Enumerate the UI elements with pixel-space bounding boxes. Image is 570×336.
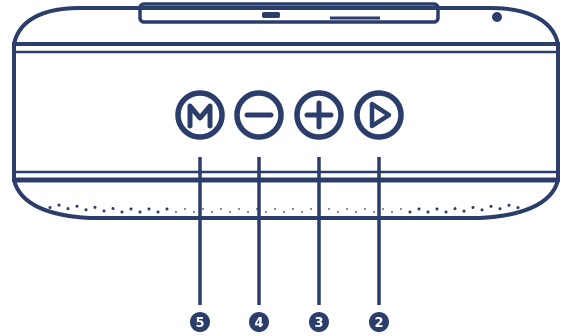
speaker-bottom-grille bbox=[12, 179, 560, 220]
grille-dot bbox=[202, 208, 204, 210]
grille-dot bbox=[382, 208, 384, 210]
grille-dot bbox=[84, 208, 88, 212]
callout-label-2: 2 bbox=[374, 316, 383, 331]
grille-dot bbox=[310, 208, 312, 210]
grille-dot bbox=[238, 208, 240, 210]
plus-icon bbox=[304, 100, 334, 130]
grille-dot bbox=[364, 208, 366, 210]
grille-dot bbox=[408, 210, 412, 214]
callout-label-5: 5 bbox=[195, 316, 204, 331]
grille-dot bbox=[229, 211, 231, 213]
grille-dot bbox=[507, 203, 511, 207]
grille-dots bbox=[48, 203, 520, 214]
grille-dot bbox=[93, 205, 97, 209]
grille-dot bbox=[129, 207, 133, 211]
grille-dot bbox=[102, 209, 106, 213]
grille-dot bbox=[328, 208, 330, 210]
mode-button[interactable] bbox=[175, 90, 225, 140]
grille-dot bbox=[220, 208, 222, 210]
grille-dot bbox=[301, 211, 303, 213]
grille-dot bbox=[66, 207, 70, 211]
grille-dot bbox=[147, 207, 151, 211]
top-slot-tab-left bbox=[262, 12, 280, 18]
grille-dot bbox=[346, 208, 348, 210]
grille-dot bbox=[193, 211, 195, 213]
grille-dot bbox=[391, 211, 393, 213]
leader-lines bbox=[198, 157, 381, 305]
grille-dot bbox=[516, 206, 520, 210]
grille-dot bbox=[471, 206, 475, 209]
grille-dot bbox=[265, 211, 267, 213]
grille-dot bbox=[111, 207, 115, 211]
volume-down-button[interactable] bbox=[234, 90, 284, 140]
play-button[interactable] bbox=[354, 90, 404, 140]
callout-label-4: 4 bbox=[254, 316, 263, 331]
grille-dot bbox=[156, 210, 160, 214]
grille-dot bbox=[175, 211, 177, 213]
grille-dot bbox=[337, 211, 339, 213]
grille-dot bbox=[480, 208, 484, 212]
grille-dot bbox=[274, 208, 276, 210]
grille-dot bbox=[292, 208, 294, 210]
grille-dot bbox=[247, 211, 249, 213]
grille-dot bbox=[57, 203, 61, 207]
grille-dot bbox=[444, 210, 448, 214]
grille-dot bbox=[373, 211, 375, 213]
callout-4: 4 bbox=[249, 312, 269, 332]
grille-dot bbox=[184, 208, 186, 210]
speaker-body bbox=[12, 42, 560, 182]
grille-dot bbox=[453, 207, 457, 211]
grille-dot bbox=[165, 207, 169, 211]
grille-dot bbox=[400, 208, 402, 210]
grille-dot bbox=[462, 209, 466, 213]
callout-5: 5 bbox=[190, 312, 210, 332]
m-mode-icon bbox=[187, 103, 213, 129]
grille-dot bbox=[498, 207, 502, 211]
grille-dot bbox=[138, 210, 142, 214]
top-slot bbox=[138, 2, 440, 24]
grille-dot bbox=[120, 210, 124, 214]
play-icon bbox=[369, 101, 392, 129]
grille-dot bbox=[75, 204, 79, 208]
volume-up-button[interactable] bbox=[294, 90, 344, 140]
grille-dot bbox=[283, 211, 285, 213]
speaker-top-cap bbox=[12, 6, 560, 46]
grille-dot bbox=[435, 207, 439, 211]
grille-dot bbox=[426, 210, 430, 214]
callout-3: 3 bbox=[309, 312, 329, 332]
grille-dot bbox=[417, 207, 421, 211]
callout-label-3: 3 bbox=[314, 316, 323, 331]
grille-dot bbox=[355, 211, 357, 213]
grille-dot bbox=[211, 211, 213, 213]
top-indicator-dot bbox=[492, 12, 502, 22]
grille-dot bbox=[48, 206, 52, 209]
grille-dot bbox=[489, 204, 493, 208]
callout-2: 2 bbox=[369, 312, 389, 332]
